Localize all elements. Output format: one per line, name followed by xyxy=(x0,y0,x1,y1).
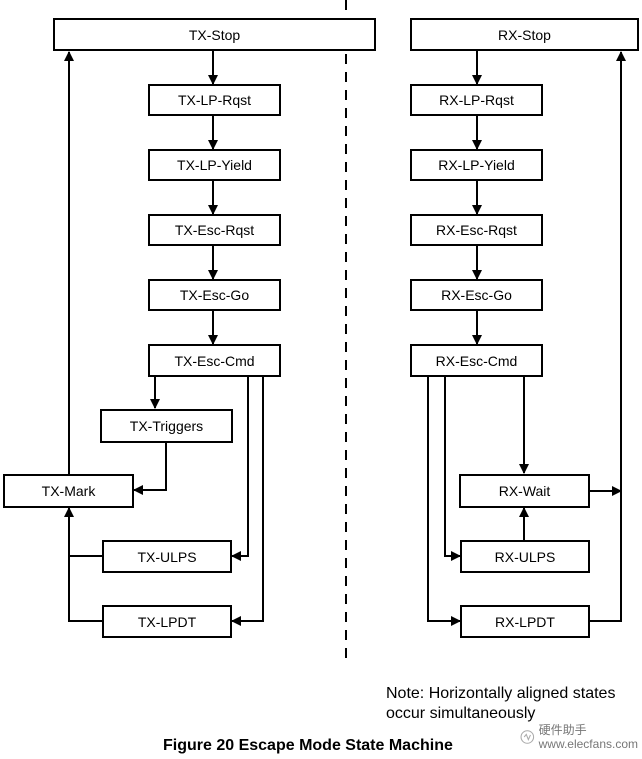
arrow-tx-esc-cmd-to-lpdt xyxy=(231,377,264,626)
watermark-logo-icon xyxy=(520,730,535,744)
arrow-rx-lpdt-to-stop xyxy=(590,51,626,622)
diagram-note: Note: Horizontally aligned states occur … xyxy=(386,684,615,724)
note-line-2: occur simultaneously xyxy=(386,705,536,722)
state-rx-wait: RX-Wait xyxy=(459,474,590,508)
note-line-1: Note: Horizontally aligned states xyxy=(386,685,616,702)
watermark-line-1: 硬件助手 xyxy=(538,723,587,737)
state-tx-esc-cmd: TX-Esc-Cmd xyxy=(148,344,281,377)
arrow-rx-esc-cmd-to-lpdt xyxy=(427,377,461,626)
arrow-tx-triggers-to-mark xyxy=(133,443,167,495)
state-tx-mark: TX-Mark xyxy=(3,474,134,508)
state-tx-lp-rqst: TX-LP-Rqst xyxy=(148,84,281,116)
state-rx-lp-yield: RX-LP-Yield xyxy=(410,149,543,181)
watermark-line-2: www.elecfans.com xyxy=(538,737,638,751)
arrow-tx-lpdt-to-mark xyxy=(64,507,102,622)
state-tx-esc-go: TX-Esc-Go xyxy=(148,279,281,311)
state-tx-lpdt: TX-LPDT xyxy=(102,605,232,638)
state-rx-lpdt: RX-LPDT xyxy=(460,605,590,638)
figure-caption: Figure 20 Escape Mode State Machine xyxy=(163,737,453,754)
state-tx-ulps: TX-ULPS xyxy=(102,540,232,573)
arrow-tx-esc-cmd-to-ulps xyxy=(231,377,249,561)
state-rx-lp-rqst: RX-LP-Rqst xyxy=(410,84,543,116)
state-rx-ulps: RX-ULPS xyxy=(460,540,590,573)
state-rx-stop: RX-Stop xyxy=(410,18,639,51)
state-rx-esc-go: RX-Esc-Go xyxy=(410,279,543,311)
watermark: 硬件助手 www.elecfans.com xyxy=(520,719,638,755)
state-rx-esc-cmd: RX-Esc-Cmd xyxy=(410,344,543,377)
state-tx-triggers: TX-Triggers xyxy=(100,409,233,443)
arrow-rx-esc-cmd-to-ulps xyxy=(444,377,461,561)
state-tx-stop: TX-Stop xyxy=(53,18,376,51)
state-tx-esc-rqst: TX-Esc-Rqst xyxy=(148,214,281,246)
state-tx-lp-yield: TX-LP-Yield xyxy=(148,149,281,181)
state-rx-esc-rqst: RX-Esc-Rqst xyxy=(410,214,543,246)
